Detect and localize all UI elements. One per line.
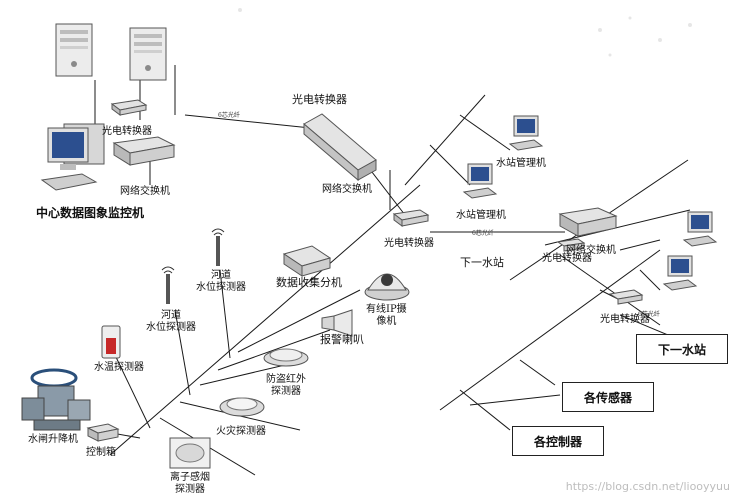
monitor-computer-icon bbox=[40, 123, 105, 191]
converter-label: 光电转换器 bbox=[542, 253, 592, 264]
fire-detector-label: 火灾探测器 bbox=[216, 426, 266, 437]
center-monitor-label: 中心数据图象监控机 bbox=[36, 206, 145, 220]
station-pc-label: 水站管理机 bbox=[456, 210, 506, 221]
fiber-label: 6芯光纤 bbox=[638, 311, 660, 318]
station-computer-icon bbox=[462, 163, 498, 199]
optical-converter-icon bbox=[110, 99, 148, 116]
switch-label: 网络交换机 bbox=[322, 184, 372, 195]
water-temp-sensor-icon bbox=[101, 325, 121, 359]
converter-top-label: 光电转换器 bbox=[292, 93, 347, 106]
optical-converter-icon bbox=[392, 209, 430, 227]
optical-converter-icon bbox=[556, 238, 586, 252]
river-sensor-label: 河道 水位探测器 bbox=[196, 270, 246, 293]
fiber-label: 6芯光纤 bbox=[218, 112, 240, 119]
station-computer-icon bbox=[662, 255, 698, 291]
watermark: https://blog.csdn.net/liooyyuu bbox=[565, 480, 730, 493]
network-switch-icon bbox=[303, 113, 377, 182]
alarm-speaker-label: 报警喇叭 bbox=[320, 333, 364, 346]
switch-label: 网络交换机 bbox=[120, 186, 170, 197]
data-hub-icon bbox=[282, 245, 332, 277]
sensors-box: 各传感器 bbox=[562, 382, 654, 412]
data-hub-label: 数据收集分机 bbox=[276, 276, 342, 289]
switch-label: 网络交换机 bbox=[566, 245, 616, 256]
server-icon bbox=[129, 27, 167, 81]
sluice-gate-icon bbox=[21, 368, 91, 431]
ip-camera-label: 有线IP摄 像机 bbox=[366, 304, 407, 327]
network-switch-icon bbox=[112, 136, 176, 166]
sluice-gate-label: 水闸升降机 bbox=[28, 434, 78, 445]
optical-converter-icon bbox=[608, 289, 644, 305]
converter-left-label: 光电转换器 bbox=[102, 126, 152, 137]
smoke-detector-icon bbox=[169, 437, 211, 469]
river-sensor-label: 河道 水位探测器 bbox=[146, 310, 196, 333]
station-computer-icon bbox=[682, 211, 718, 247]
converter-label: 光电转换器 bbox=[384, 238, 434, 249]
server-icon bbox=[55, 23, 93, 77]
control-box-icon bbox=[86, 423, 120, 442]
backbone-line bbox=[109, 184, 421, 456]
water-temp-label: 水温探测器 bbox=[94, 362, 144, 373]
station-computer-icon bbox=[508, 115, 544, 151]
antenna-icon bbox=[211, 228, 225, 266]
ip-camera-icon bbox=[364, 273, 410, 301]
network-switch-icon bbox=[558, 207, 618, 237]
antenna-icon bbox=[161, 266, 175, 304]
control-box-label: 控制箱 bbox=[86, 447, 116, 458]
station-pc-label: 水站管理机 bbox=[496, 158, 546, 169]
next-station-box: 下一水站 bbox=[636, 334, 728, 364]
converter-label: 光电转换器 bbox=[600, 314, 650, 325]
alarm-speaker-icon bbox=[321, 309, 353, 337]
infrared-label: 防盗红外 探测器 bbox=[266, 374, 306, 397]
ion-smoke-label: 离子感烟 探测器 bbox=[170, 472, 210, 495]
fire-detector-icon bbox=[219, 397, 265, 417]
infrared-detector-icon bbox=[263, 348, 309, 367]
next-station-label: 下一水站 bbox=[460, 256, 504, 269]
controllers-box: 各控制器 bbox=[512, 426, 604, 456]
fiber-label: 6芯光纤 bbox=[472, 230, 494, 237]
